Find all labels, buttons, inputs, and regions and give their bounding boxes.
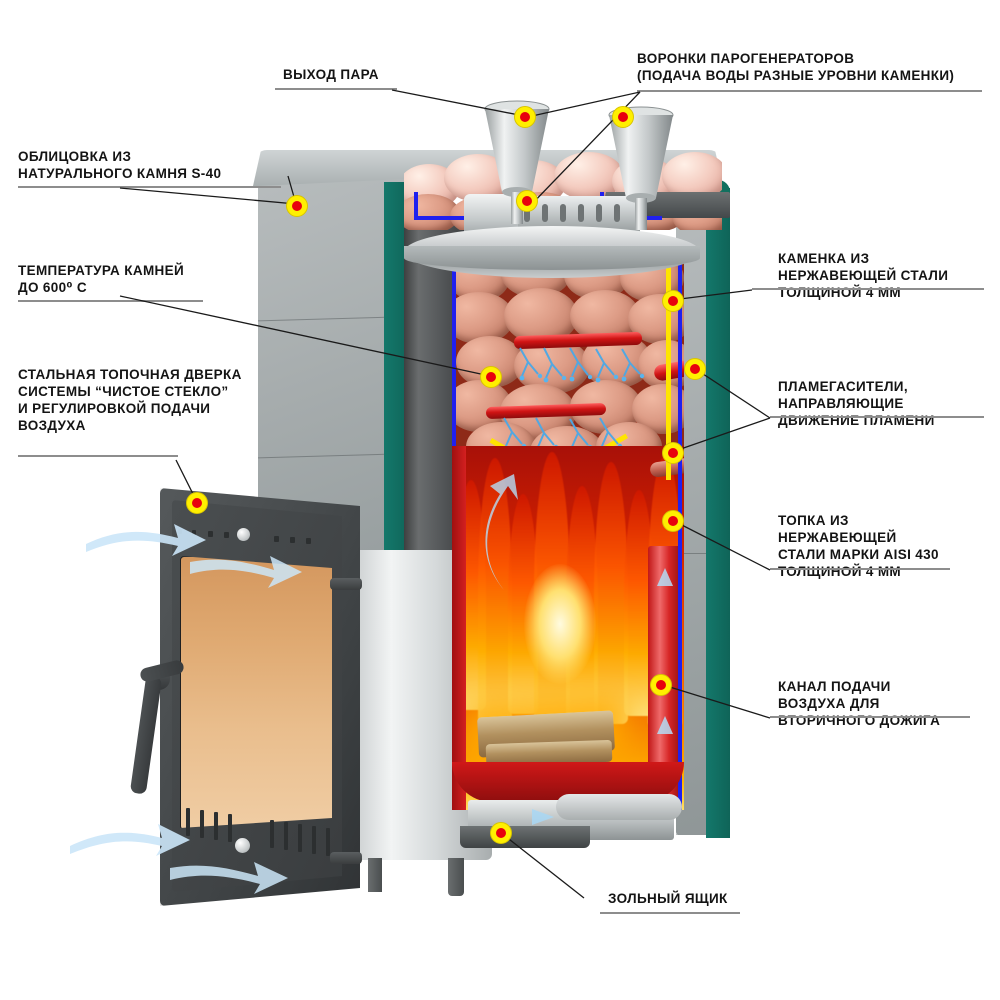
marker-funnel-right[interactable] xyxy=(612,106,634,128)
stove-leg-right xyxy=(448,858,464,896)
marker-flame-arrester-lower[interactable] xyxy=(662,442,684,464)
callout-rule-stone-temperature xyxy=(18,300,203,302)
chamber-inner-guide-right xyxy=(666,250,671,480)
door-glass-pane xyxy=(180,556,332,828)
callout-secondary-burn-air-channel: КАНАЛ ПОДАЧИ ВОЗДУХА ДЛЯ ВТОРИЧНОГО ДОЖИ… xyxy=(778,679,941,728)
callout-steam-outlet: ВЫХОД ПАРА xyxy=(283,67,379,82)
callout-steam-generator-funnels: ВОРОНКИ ПАРОГЕНЕРАТОРОВ (ПОДАЧА ВОДЫ РАЗ… xyxy=(637,51,955,83)
door-hinge-bottom xyxy=(330,852,362,864)
door-air-regulator-bottom[interactable] xyxy=(235,838,250,853)
door-hinge-top xyxy=(330,578,362,590)
stove-interior-cutaway xyxy=(452,250,684,810)
stove-leg-left xyxy=(368,858,382,892)
callout-stainless-stone-chamber: КАМЕНКА ИЗ НЕРЖАВЕЮЩЕЙ СТАЛИ ТОЛЩИНОЙ 4 … xyxy=(778,251,949,300)
marker-flame-arrester-upper[interactable] xyxy=(684,358,706,380)
door-air-inflow-arrow-top2 xyxy=(190,556,302,588)
marker-ash-box[interactable] xyxy=(490,822,512,844)
chamber-lip-outline-top-left xyxy=(414,216,476,220)
secondary-air-arrow-lower xyxy=(657,716,673,784)
ash-box-front-lip xyxy=(460,826,590,848)
callout-rule-flame-arresters xyxy=(770,416,984,418)
callout-rule-stone-chamber xyxy=(752,288,984,290)
marker-cladding[interactable] xyxy=(286,195,308,217)
callout-rule-secondary-air xyxy=(770,716,970,718)
door-air-regulator-top[interactable] xyxy=(237,528,250,541)
door-air-inflow-arrow-bottom2 xyxy=(170,862,288,894)
marker-door[interactable] xyxy=(186,492,208,514)
door-handle[interactable] xyxy=(129,675,163,795)
callout-ash-box: ЗОЛЬНЫЙ ЯЩИК xyxy=(608,891,728,906)
callout-natural-stone-cladding: ОБЛИЦОВКА ИЗ НАТУРАЛЬНОГО КАМНЯ S-40 xyxy=(18,149,222,181)
chamber-lip-outline-left xyxy=(414,192,418,220)
flame-flow-arrow xyxy=(485,474,518,590)
callout-steel-firebox-door: СТАЛЬНАЯ ТОПОЧНАЯ ДВЕРКА СИСТЕМЫ “ЧИСТОЕ… xyxy=(18,367,242,433)
callout-flame-arresters: ПЛАМЕГАСИТЕЛИ, НАПРАВЛЯЮЩИЕ ДВИЖЕНИЕ ПЛА… xyxy=(778,379,935,428)
door-air-inflow-arrow-top xyxy=(86,524,206,556)
callout-firebox-aisi-430: ТОПКА ИЗ НЕРЖАВЕЮЩЕЙ СТАЛИ МАРКИ AISI 43… xyxy=(778,513,939,579)
callout-rule-funnels xyxy=(637,90,982,92)
door-air-inflow-arrow-bottom xyxy=(70,824,190,856)
marker-steam-outlet[interactable] xyxy=(514,106,536,128)
stove-top-disc-rim xyxy=(404,246,700,270)
callout-rule-firebox xyxy=(770,568,950,570)
marker-stone-chamber[interactable] xyxy=(662,290,684,312)
marker-steam-cap[interactable] xyxy=(516,190,538,212)
callout-rule-ash-box xyxy=(600,912,740,914)
callout-rule-cladding xyxy=(18,186,281,188)
cladding-edge-right-teal xyxy=(706,188,730,838)
callout-rule-steam-outlet xyxy=(275,88,397,90)
water-spray-upper xyxy=(519,347,645,383)
marker-stone-temperature[interactable] xyxy=(480,366,502,388)
marker-firebox[interactable] xyxy=(662,510,684,532)
secondary-air-arrow-upper xyxy=(657,568,673,636)
ash-box-rail xyxy=(556,794,682,820)
callout-rule-door xyxy=(18,455,178,457)
callout-stone-temperature: ТЕМПЕРАТУРА КАМНЕЙ ДО 600⁰ С xyxy=(18,263,185,295)
marker-secondary-air-channel[interactable] xyxy=(650,674,672,696)
ash-box-air-arrow xyxy=(486,809,554,825)
firebox-left-wall xyxy=(452,446,466,810)
